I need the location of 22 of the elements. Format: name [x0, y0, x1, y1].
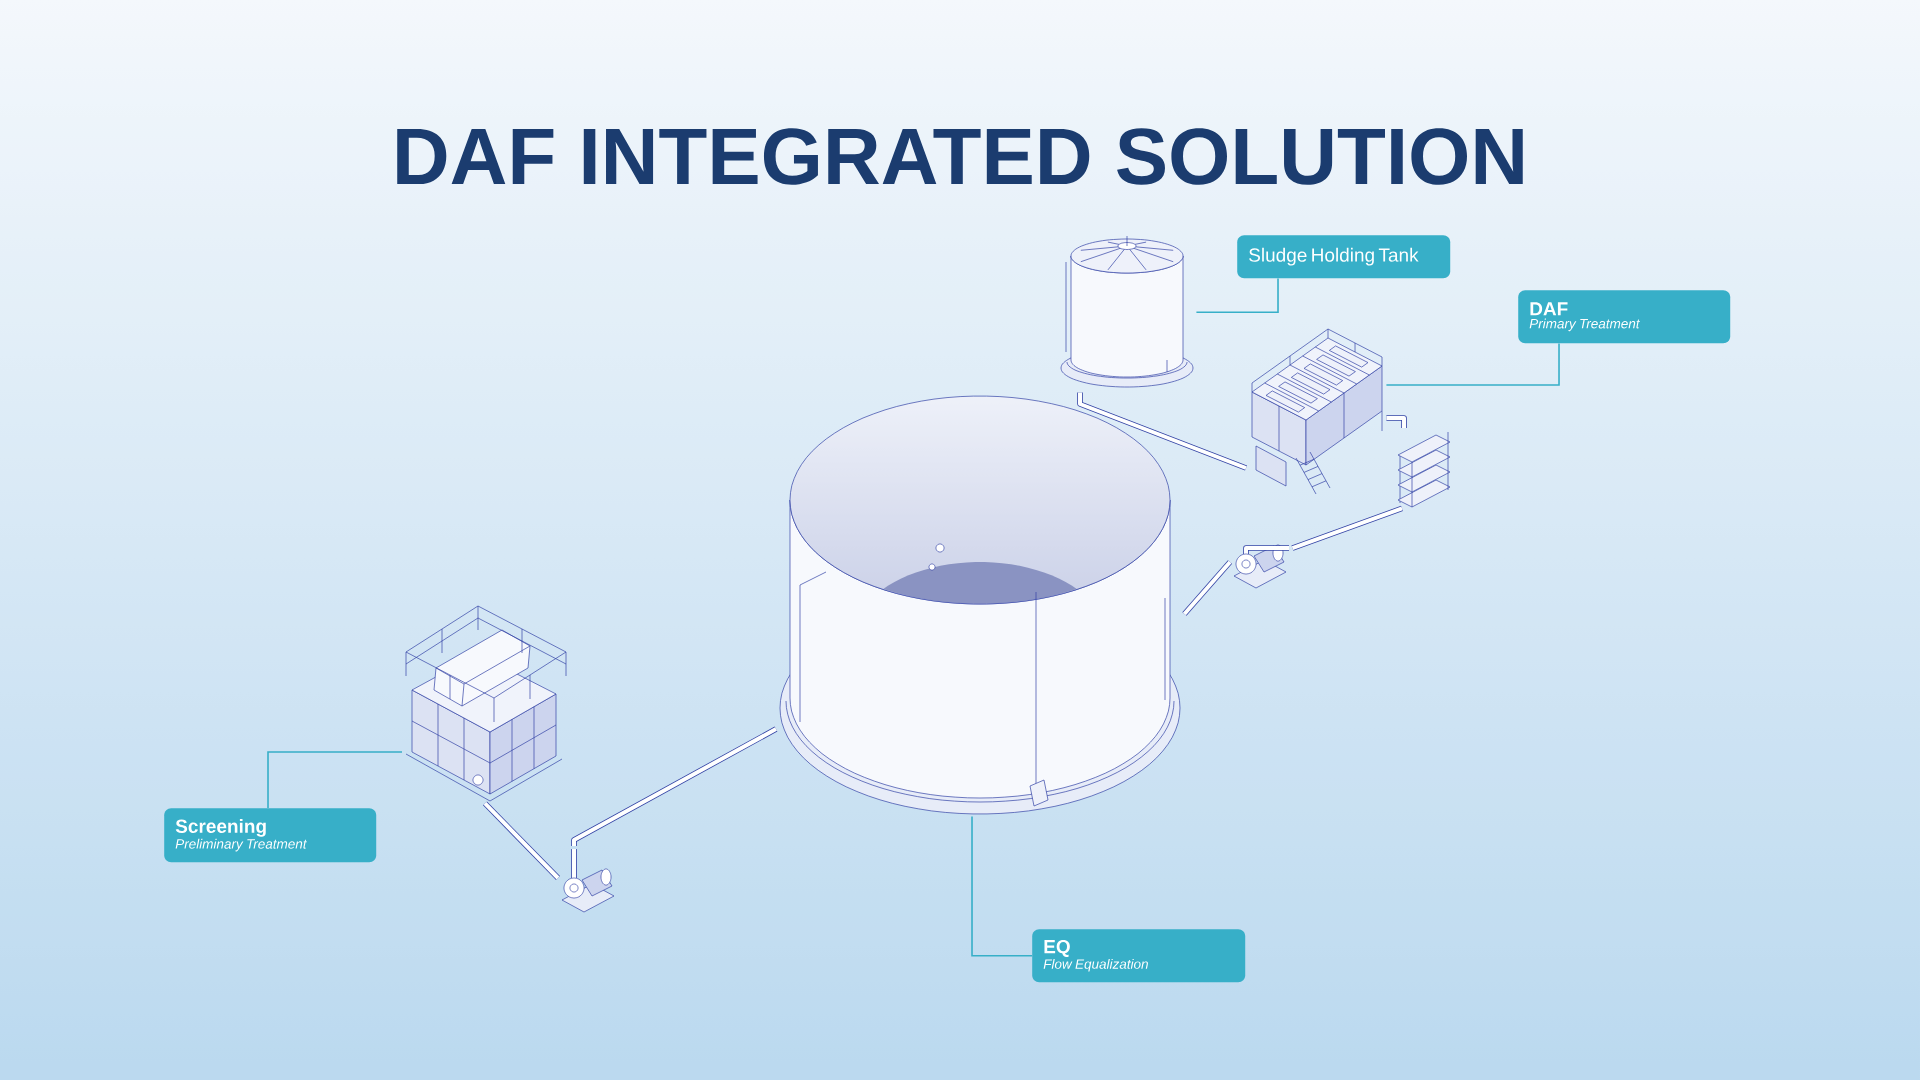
callout-box: EQ Flow Equalization: [1032, 929, 1246, 983]
pipe: [1386, 415, 1407, 428]
flotation-unit: [1251, 328, 1383, 495]
callout-box: DAF Primary Treatment: [1518, 290, 1731, 344]
pipe: [1182, 560, 1233, 616]
screening-unit: [405, 605, 567, 802]
leader-line: [971, 815, 1033, 957]
plate-rack: [1397, 431, 1451, 508]
storage-tank: [779, 395, 1181, 815]
leader-line: [1195, 277, 1279, 313]
title: DAF INTEGRATED SOLUTION: [397, 128, 1523, 185]
pipe: [483, 801, 560, 880]
pipe: [1077, 392, 1248, 471]
pipe: [571, 726, 778, 846]
leader-line: [1385, 342, 1560, 386]
pump: [561, 849, 615, 913]
callout-box: Sludge Holding Tank: [1237, 235, 1451, 279]
pipe: [1291, 505, 1403, 551]
leader-line: [267, 751, 403, 809]
storage-tank: [1060, 235, 1194, 388]
callout-box: Screening Preliminary Treatment: [164, 808, 377, 863]
pump: [1233, 544, 1289, 589]
